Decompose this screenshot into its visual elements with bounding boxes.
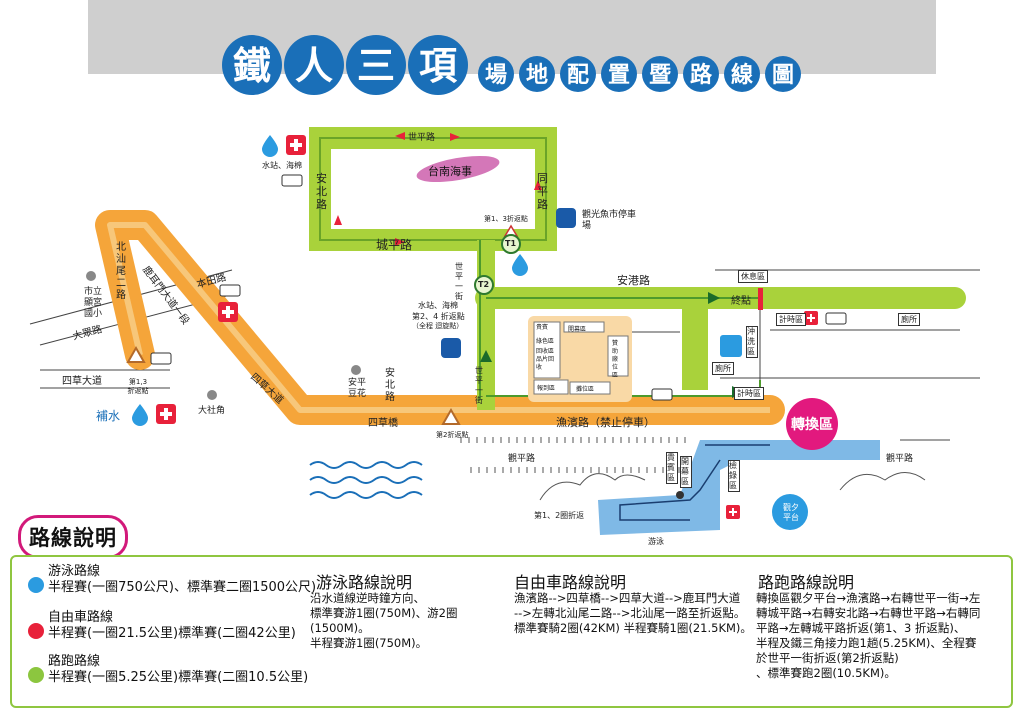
water-drop-icons — [132, 135, 528, 426]
legend-box: 游泳路線 半程賽(一圈750公尺)、標準賽二圈1500公尺) 自由車路線 半程賽… — [10, 555, 1013, 708]
first-aid-cross-marks — [160, 139, 815, 516]
legend-run-name: 路跑路線 — [48, 654, 101, 669]
bike-road — [95, 210, 785, 425]
toilet-icon — [720, 335, 742, 357]
legend-bike-dot — [28, 623, 44, 639]
water-waves — [309, 461, 423, 499]
transition-markers — [474, 234, 521, 295]
dotted-boundary — [460, 437, 690, 473]
subtitle-char: 路 — [690, 62, 713, 88]
finish-line — [758, 288, 763, 310]
transition-circle — [786, 398, 838, 450]
legend-swim-name: 游泳路線 — [48, 564, 101, 579]
swim-section-title: 游泳路線說明 — [316, 573, 413, 592]
run-section-title: 路跑路線說明 — [758, 573, 855, 592]
run-road — [309, 127, 966, 410]
legend-swim-dot — [28, 577, 44, 593]
legend-title: 路線說明 — [18, 515, 128, 559]
bike-section-body: 漁濱路-->四草橋-->四草大道-->鹿耳門大道 -->左轉北汕尾二路-->北汕… — [514, 591, 752, 635]
subtitle-char: 配 — [567, 63, 589, 88]
subtitle-char: 地 — [526, 63, 548, 88]
subtitle-char: 場 — [485, 63, 507, 88]
sunset-platform — [772, 494, 808, 530]
ambulance-icons — [150, 174, 847, 401]
legend-run-detail: 半程賽(一圈5.25公里)標準賽(二圈10.5公里) — [48, 670, 309, 685]
title-char: 項 — [419, 44, 458, 88]
title-char: 三 — [357, 44, 395, 88]
subtitle-char: 圖 — [772, 63, 794, 88]
subtitle-char: 置 — [608, 63, 630, 88]
parking-icons — [441, 208, 576, 358]
legend-bike-name: 自由車路線 — [48, 610, 114, 625]
hill-outline — [539, 473, 646, 501]
header-bar — [88, 0, 936, 74]
subtitle-char: 暨 — [649, 63, 671, 88]
legend-run-dot — [28, 667, 44, 683]
hill-outline — [839, 472, 926, 491]
subtitle-char: 線 — [731, 62, 753, 88]
title-char: 鐵 — [233, 44, 271, 88]
bike-section-title: 自由車路線說明 — [514, 573, 627, 592]
run-section-body: 轉換區觀夕平台→漁濱路→右轉世平一街→左 轉城平路→右轉安北路→右轉世平路→右轉… — [756, 591, 981, 680]
swim-section-body: 沿水道線逆時鐘方向、 標準賽游1圈(750M)、游2圈(1500M)。 半程賽游… — [310, 591, 458, 650]
legend-bike-detail: 半程賽(一圈21.5公里)標準賽(二圈42公里) — [48, 626, 296, 641]
route-arrows — [334, 132, 542, 246]
title-char: 人 — [295, 44, 333, 88]
booth-area — [528, 316, 632, 402]
title: 鐵 人 三 項 場 地 配 置 暨 路 線 圖 — [222, 35, 801, 95]
legend-swim-detail: 半程賽(一圈750公尺)、標準賽二圈1500公尺) — [48, 580, 317, 595]
location-dots — [86, 271, 361, 400]
swim-area — [598, 440, 880, 535]
maritime-ellipse — [416, 155, 500, 183]
